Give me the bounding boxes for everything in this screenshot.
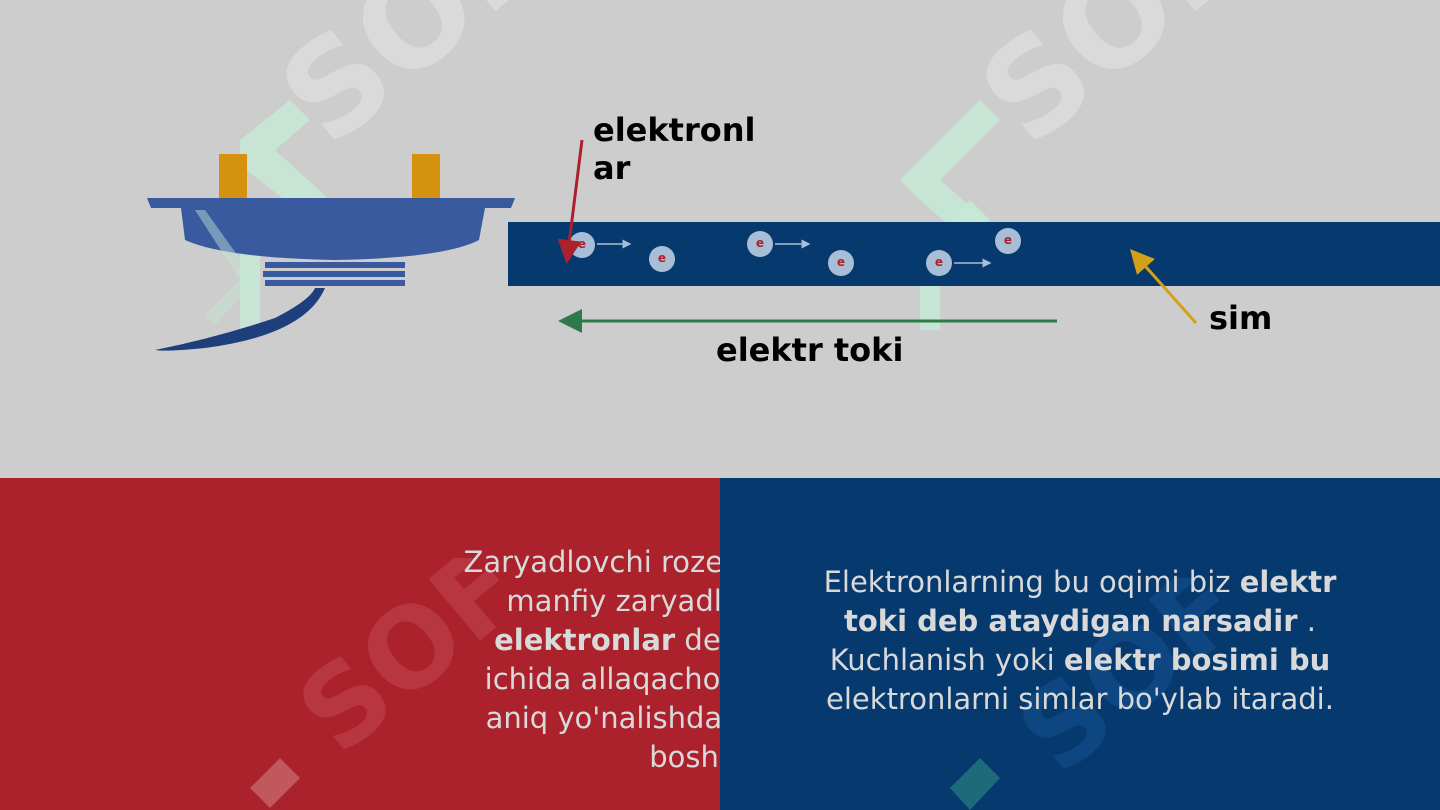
electron-5: e	[926, 250, 952, 276]
electron-4: e	[828, 250, 854, 276]
label-electrons: elektronlar	[593, 111, 756, 187]
electron-6: e	[995, 228, 1021, 254]
label-wire: sim	[1209, 299, 1273, 337]
electron-2: e	[649, 246, 675, 272]
electron-3: e	[747, 231, 773, 257]
plug-illustration	[145, 150, 520, 360]
right-paragraph: Elektronlarning bu oqimi biz elektr toki…	[823, 565, 1337, 716]
label-electric-current: elektr toki	[716, 331, 904, 369]
wire-pointer-arrow	[1130, 249, 1198, 324]
arrows-overlay	[557, 139, 1198, 333]
illustration-area: SOF SOF e e e e e e	[145, 0, 1440, 369]
electron-pointer-arrow	[557, 139, 584, 264]
